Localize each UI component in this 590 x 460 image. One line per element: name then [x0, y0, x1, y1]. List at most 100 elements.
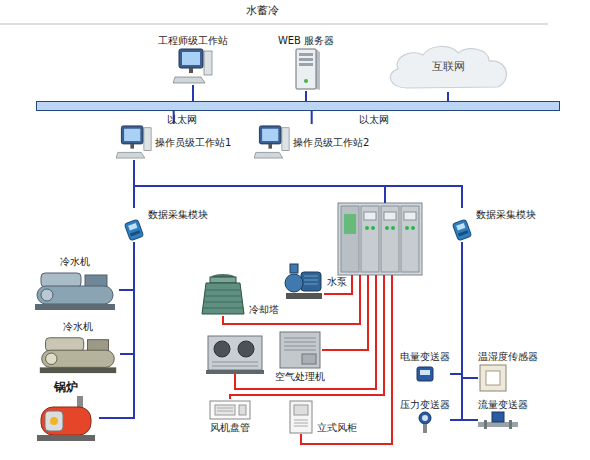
engineer-workstation-icon-part — [173, 77, 205, 83]
node-label: 压力变送器 — [400, 398, 450, 411]
fan-coil-icon — [209, 399, 251, 421]
engineer-workstation-icon-part — [179, 49, 203, 68]
network-connector — [462, 242, 478, 378]
operator-workstation: 操作员级工作站2 — [254, 124, 369, 160]
operator-workstation-icon-part — [254, 152, 283, 158]
boiler-icon-part — [41, 407, 91, 435]
control-cabinet-part — [371, 226, 375, 230]
operator-workstation-icon-part — [130, 144, 134, 149]
boiler-icon-part — [37, 435, 95, 441]
ethernet-bus: 以太网以太网 — [36, 101, 560, 111]
cooling-tower-icon — [200, 272, 246, 316]
boiler: 锅炉 — [33, 380, 99, 443]
air-cooled-unit-part — [238, 341, 254, 357]
power-wire-part — [230, 275, 384, 399]
web-server-icon-part — [304, 79, 308, 83]
humidity-sensor: 温湿度传感器 — [478, 350, 538, 393]
chiller-icon-part — [37, 286, 113, 304]
node-label: 风机盘管 — [210, 421, 250, 434]
standing-air-cabinet: 立式风柜 — [288, 400, 357, 434]
node-label: 空气处理机 — [275, 370, 325, 383]
cooling-tower-icon-part — [210, 277, 236, 283]
standing-air-cabinet-icon — [288, 400, 314, 434]
air-cooled-unit-part — [206, 370, 264, 374]
control-cabinet-part — [344, 214, 356, 234]
data-acquisition-module-icon-part-part — [128, 223, 137, 230]
pressure-transmitter: 压力变送器 — [400, 398, 450, 435]
data-acquisition-module-icon-part — [452, 219, 471, 241]
cooling-tower-icon-part — [202, 283, 244, 314]
water-pump-icon-part — [290, 264, 298, 273]
boiler-icon-part — [50, 417, 58, 425]
operator-workstation-icon-part — [268, 144, 272, 149]
network-connector — [450, 242, 462, 420]
pressure-transmitter-icon-part — [423, 424, 427, 433]
chiller-icon — [31, 268, 119, 312]
water-pump-icon-part — [285, 274, 303, 292]
web-server-icon-part — [316, 49, 320, 90]
operator-workstation-icon-part — [282, 128, 289, 151]
chiller: 冷水机 — [31, 255, 119, 312]
data-acquisition-module-icon-part-part — [124, 219, 143, 241]
data-acquisition-module: 数据采集模块 — [451, 208, 536, 242]
control-cabinet-part — [365, 226, 369, 230]
control-cabinet-part — [364, 212, 376, 220]
flow-transmitter-icon — [478, 411, 518, 429]
engineer-workstation: 工程师级工作站 — [158, 34, 228, 85]
air-cooled-unit-part — [214, 341, 230, 357]
operator-workstation-icon-part — [259, 126, 281, 144]
data-acquisition-module-icon-part — [124, 219, 143, 241]
air-cooled-unit-part — [208, 336, 262, 370]
operator-workstation-icon-part — [121, 126, 143, 144]
flow-transmitter-icon-part — [484, 420, 487, 429]
fan-coil-icon-part — [210, 401, 250, 419]
node-label: 立式风柜 — [317, 421, 357, 434]
power-wire-part — [235, 275, 376, 389]
chiller: 冷水机 — [36, 320, 120, 375]
flow-transmitter: 流量变送器 — [478, 398, 528, 429]
data-acquisition-module: 数据采集模块 — [123, 208, 208, 242]
pressure-transmitter-icon-part — [419, 412, 431, 424]
water-pump-icon-part — [301, 272, 321, 291]
network-connector — [462, 242, 478, 420]
humidity-sensor-icon — [478, 363, 508, 393]
engineer-workstation-icon-part — [204, 51, 212, 75]
node-label: 以太网 — [359, 113, 389, 126]
network-connector — [450, 242, 462, 374]
control-cabinet-part — [405, 226, 409, 230]
control-cabinet-part — [404, 212, 416, 220]
web-server-icon-part — [299, 53, 313, 56]
control-cabinet-part — [385, 226, 389, 230]
network-connector — [134, 160, 462, 208]
network-connector — [305, 91, 307, 101]
boiler-icon-part — [45, 411, 63, 431]
power-transmitter: 电量变送器 — [400, 350, 450, 385]
power-wire-part — [223, 275, 360, 324]
node-label: 数据采集模块 — [476, 208, 536, 221]
network-wire — [384, 186, 386, 203]
node-label: 电量变送器 — [400, 350, 450, 363]
engineer-workstation-icon-part — [182, 52, 200, 65]
air-handling-unit-icon-part — [302, 354, 316, 364]
operator-workstation-icon — [254, 124, 290, 160]
operator-workstation-icon-part — [144, 128, 151, 151]
node-label: 工程师级工作站 — [158, 34, 228, 47]
data-acquisition-module-icon — [123, 218, 145, 242]
node-label: 以太网 — [167, 113, 197, 126]
control-cabinet-part — [391, 226, 395, 230]
chiller-icon-part — [35, 304, 115, 310]
flow-transmitter-icon-part — [509, 420, 512, 429]
water-pump-icon-part — [304, 276, 318, 284]
water-pump-icon-part — [286, 293, 322, 299]
chiller-icon-part — [46, 353, 57, 364]
control-cabinet-part — [401, 206, 419, 272]
boiler-icon — [33, 395, 99, 443]
network-connector — [99, 242, 134, 418]
web-server-icon-part — [299, 63, 313, 66]
node-label: 操作员级工作站1 — [155, 136, 231, 149]
control-cabinet-part — [381, 206, 399, 272]
web-server-icon — [291, 47, 321, 91]
humidity-sensor-icon-part — [486, 371, 500, 385]
chiller-icon — [36, 333, 120, 375]
fan-coil: 风机盘管 — [209, 399, 251, 434]
